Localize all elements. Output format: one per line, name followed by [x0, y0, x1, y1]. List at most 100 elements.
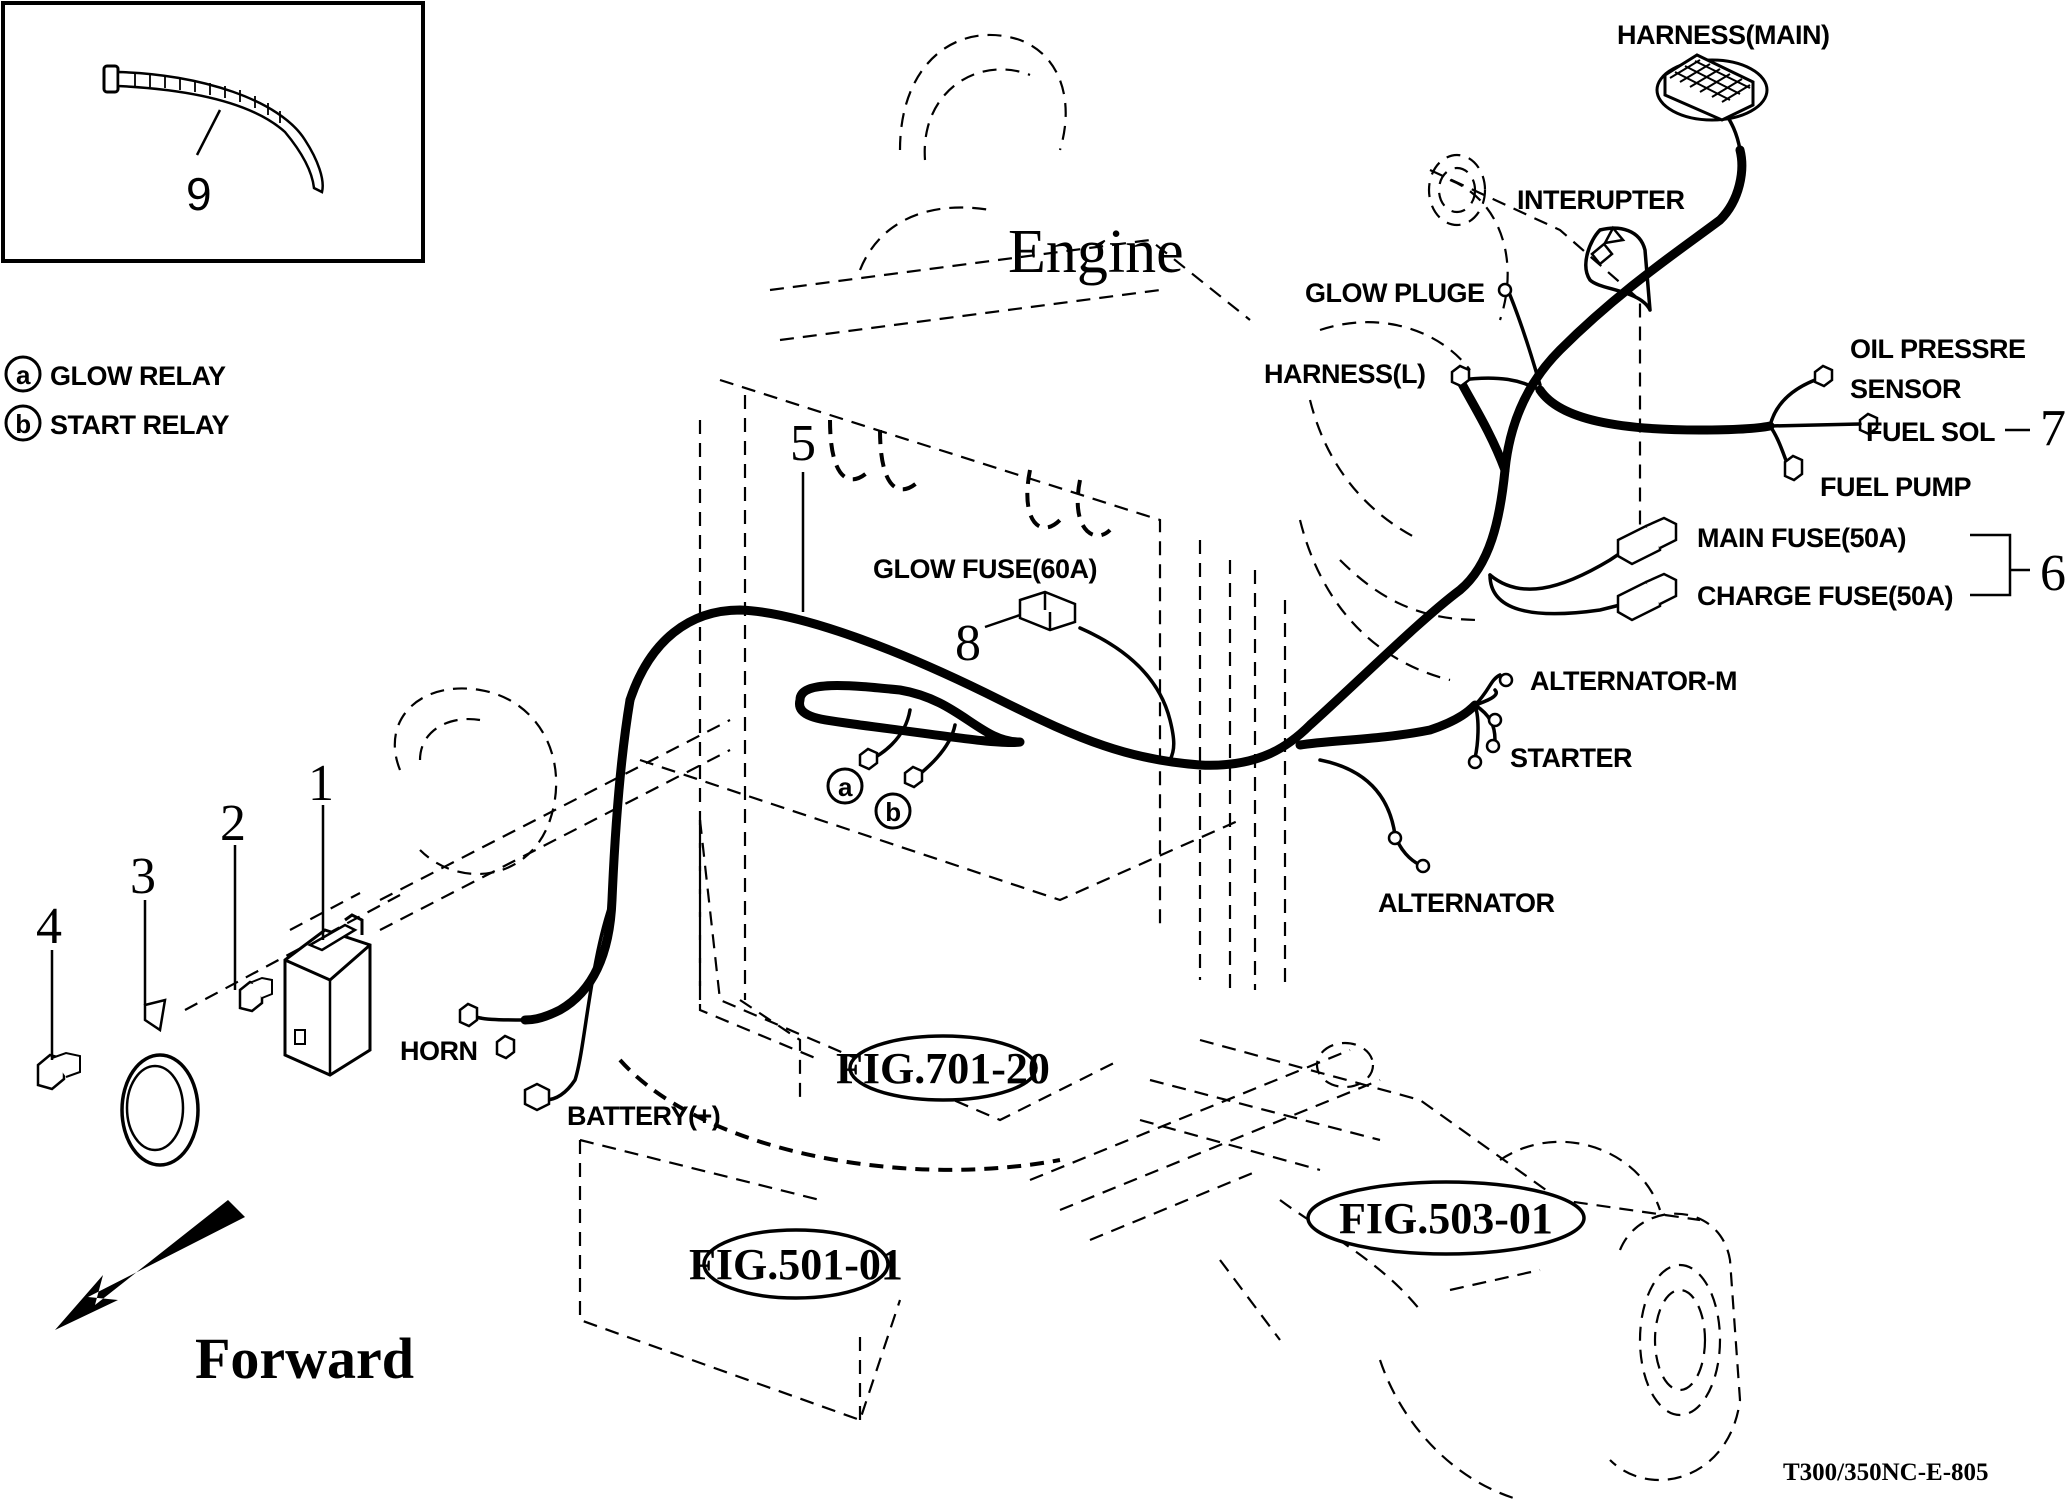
- relay-part-icon: [283, 913, 372, 1077]
- label-fuel-pump: FUEL PUMP: [1820, 472, 1972, 502]
- figure-ref-503-01-ellipse: [1306, 1180, 1586, 1256]
- label-fuel-sol: FUEL SOL: [1866, 417, 1995, 447]
- connector-labels: HARNESS(MAIN) INTERUPTER GLOW PLUGE HARN…: [400, 20, 2026, 1131]
- interupter-connector-icon: [1590, 242, 1614, 266]
- glow-fuse-holder-icon: [1018, 590, 1077, 632]
- label-harness-l: HARNESS(L): [1264, 359, 1426, 389]
- exploded-parts: 1 2 3 4: [36, 755, 401, 1167]
- label-starter: STARTER: [1510, 743, 1632, 773]
- harness-main-trunk: [625, 145, 1747, 770]
- figure-ref-503-01[interactable]: FIG.503-01: [1306, 1180, 1586, 1256]
- harness-l-connector-icon: [1450, 364, 1471, 388]
- legend-item-start-relay: b START RELAY: [4, 404, 230, 442]
- relay-markers: a b: [826, 767, 912, 830]
- glow-relay-lug-icon: [858, 747, 879, 771]
- label-main-fuse: MAIN FUSE(50A): [1697, 523, 1906, 553]
- engine-title: Engine: [1008, 218, 1184, 286]
- legend-symbol-a-text: a: [16, 360, 31, 390]
- figure-ref-501-01[interactable]: FIG.501-01: [689, 1228, 903, 1300]
- label-horn: HORN: [400, 1036, 478, 1066]
- charge-fuse-holder-icon: [1616, 572, 1678, 622]
- legend-item-glow-relay: a GLOW RELAY: [4, 355, 227, 393]
- figure-ref-503-01-text: FIG.503-01: [1339, 1194, 1553, 1243]
- fuel-sol-connector-icon: [1858, 412, 1879, 436]
- forward-label: Forward: [195, 1326, 414, 1391]
- figure-references: FIG.701-20 FIG.501-01 FIG.503-01: [689, 1034, 1586, 1300]
- relay-marker-a: [826, 767, 864, 805]
- legend-label-glow-relay: GLOW RELAY: [50, 361, 226, 391]
- battery-connector-icon: [523, 1082, 551, 1112]
- inset-box: 9: [1, 1, 425, 263]
- harness-starter-branch: [1295, 700, 1480, 750]
- glow-plug-terminal-icon: [1497, 282, 1513, 298]
- relay-marker-b: [874, 792, 912, 830]
- interupter-triangle-icon: [1602, 225, 1626, 245]
- part-number-8: 8: [955, 615, 981, 672]
- figure-ref-701-20-ellipse: [848, 1034, 1038, 1102]
- label-glow-fuse: GLOW FUSE(60A): [873, 554, 1097, 584]
- alternator-terminal-1-icon: [1387, 830, 1403, 846]
- figure-ref-501-01-ellipse: [702, 1228, 890, 1300]
- label-alternator: ALTERNATOR: [1378, 888, 1555, 918]
- relay-legend: a GLOW RELAY b START RELAY: [4, 355, 230, 442]
- harness-main-connector-icon: [1655, 53, 1769, 122]
- rear-axle-outline: [1139, 1038, 1742, 1502]
- part-callouts: 5 8 7 6: [790, 400, 2066, 672]
- relay-marker-a-text: a: [838, 772, 853, 802]
- harness-l-branch: [1455, 375, 1510, 475]
- part-number-9: 9: [186, 168, 212, 220]
- legend-symbol-b: [4, 404, 42, 442]
- cable-tie-icon: [102, 64, 324, 194]
- legend-symbol-b-text: b: [15, 409, 30, 439]
- part-number-3: 3: [130, 848, 156, 905]
- alternator-m-terminal-icon: [1498, 672, 1514, 688]
- label-glow-pluge: GLOW PLUGE: [1305, 278, 1485, 308]
- oil-pressure-connector-icon: [1813, 364, 1834, 388]
- alternator-terminal-2-icon: [1415, 858, 1431, 874]
- part-number-1: 1: [308, 755, 334, 812]
- leader-part-8: [984, 613, 1021, 629]
- forward-direction: Forward: [55, 1200, 414, 1391]
- label-interupter: INTERUPTER: [1517, 185, 1685, 215]
- harness-relay-loop: [795, 681, 1025, 748]
- part-number-7: 7: [2040, 400, 2066, 457]
- legend-label-start-relay: START RELAY: [50, 410, 230, 440]
- horn-connector-2-icon: [495, 1034, 516, 1060]
- main-fuse-holder-icon: [1616, 516, 1678, 566]
- starter-terminal-3-icon: [1467, 754, 1483, 770]
- label-charge-fuse: CHARGE FUSE(50A): [1697, 581, 1953, 611]
- horn-connector-icon: [458, 1002, 479, 1028]
- label-oil-pressure-sensor-line2: SENSOR: [1850, 374, 1961, 404]
- engine-outline: [379, 33, 1642, 1422]
- figure-ref-701-20-text: FIG.701-20: [836, 1044, 1050, 1093]
- harness-left-branch: [520, 695, 635, 1025]
- harness-fuel-branch: [1535, 385, 1775, 435]
- drawing-number: T300/350NC-E-805: [1783, 1459, 1989, 1486]
- label-alternator-m: ALTERNATOR-M: [1530, 666, 1737, 696]
- bolt-part-2-icon: [238, 976, 273, 1013]
- relay-marker-b-text: b: [885, 797, 900, 827]
- fuel-pump-connector-icon: [1783, 454, 1804, 482]
- part-number-6: 6: [2040, 545, 2066, 602]
- horn-part-icon: [120, 998, 200, 1167]
- bolt-part-4-icon: [36, 1051, 81, 1091]
- inset-frame: [1, 1, 425, 263]
- start-relay-lug-icon: [903, 765, 924, 789]
- legend-symbol-a: [4, 355, 42, 393]
- part-number-2: 2: [220, 795, 246, 852]
- inset-leader-line: [195, 109, 222, 156]
- harness-wires: [468, 98, 1817, 1102]
- figure-ref-701-20[interactable]: FIG.701-20: [836, 1034, 1050, 1102]
- forward-arrow-icon: [55, 1200, 245, 1330]
- connectors: [458, 53, 1879, 1112]
- part-number-5: 5: [790, 415, 816, 472]
- label-battery: BATTERY(+): [567, 1101, 720, 1131]
- label-harness-main: HARNESS(MAIN): [1617, 20, 1830, 50]
- starter-terminal-1-icon: [1487, 712, 1503, 728]
- label-oil-pressure-sensor-line1: OIL PRESSRE: [1850, 334, 2026, 364]
- starter-terminal-2-icon: [1485, 738, 1501, 754]
- figure-ref-501-01-text: FIG.501-01: [689, 1240, 903, 1289]
- part-number-4: 4: [36, 898, 62, 955]
- main-harness: [520, 145, 1775, 1025]
